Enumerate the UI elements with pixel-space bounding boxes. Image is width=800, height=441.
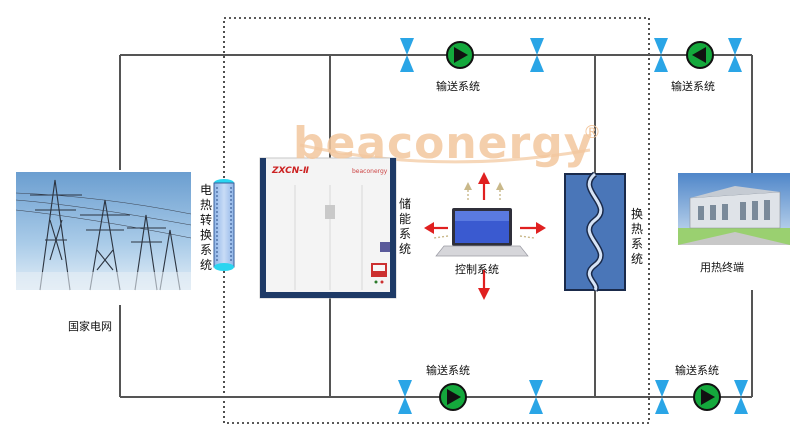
converter-label: 电热转换系统 [199, 183, 212, 272]
power-tower-image [15, 172, 192, 291]
registered-mark: ® [583, 122, 601, 143]
grid-label: 国家电网 [68, 320, 112, 333]
storage-model-label: ZXCN-Ⅱ [272, 166, 309, 176]
storage-label: 储能系统 [398, 197, 411, 256]
pump-label-top-1: 输送系统 [436, 80, 480, 93]
storage-unit-image [259, 157, 397, 299]
pump-icon [686, 41, 714, 69]
pump-label-bottom-1: 输送系统 [426, 364, 470, 377]
pump-icon [439, 383, 467, 411]
pump-label-top-2: 输送系统 [671, 80, 715, 93]
converter-icon [213, 179, 235, 271]
factory-image [678, 173, 790, 245]
heat-exchanger-icon [564, 171, 626, 292]
control-label: 控制系统 [455, 263, 499, 276]
logo-swoosh [299, 143, 591, 164]
pump-icon [693, 383, 721, 411]
pump-icon [446, 41, 474, 69]
pump-label-bottom-2: 输送系统 [675, 364, 719, 377]
pipe-network [119, 54, 753, 398]
exchanger-label: 换热系统 [630, 207, 643, 266]
storage-brand-label: beaconergy [352, 168, 388, 175]
valve-group [398, 38, 748, 414]
beaconergy-logo: beaconergy [293, 118, 594, 169]
user-end-label: 用热终端 [700, 261, 744, 274]
laptop-icon [435, 208, 529, 257]
control-arrows [424, 172, 546, 300]
